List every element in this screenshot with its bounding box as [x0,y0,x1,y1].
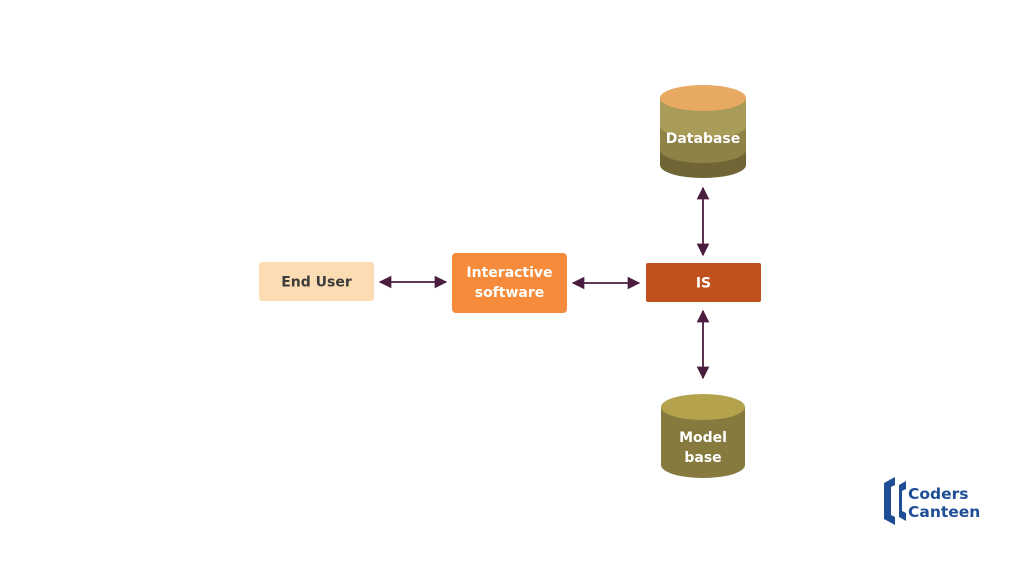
node-end-user: End User [259,262,374,301]
logo-text-line2: Canteen [908,503,980,521]
model-base-label-line1: Model [679,430,727,446]
interactive-software-label-line1: Interactive [466,265,552,281]
node-interactive-software: Interactive software [452,253,567,313]
connectors [378,186,710,380]
database-label: Database [666,131,741,147]
coders-canteen-logo: Coders Canteen [884,477,980,525]
node-model-base: Model base [661,394,745,478]
is-label: IS [696,276,711,292]
logo-text-line1: Coders [908,485,969,503]
end-user-label: End User [281,275,352,291]
node-is: IS [646,263,761,302]
coders-canteen-logo-icon [884,477,906,525]
interactive-software-label-line2: software [475,285,545,301]
cylinder-icon [661,394,745,478]
cylinder-icon [660,85,746,178]
model-base-label-line2: base [684,450,721,466]
node-database: Database [660,85,746,178]
